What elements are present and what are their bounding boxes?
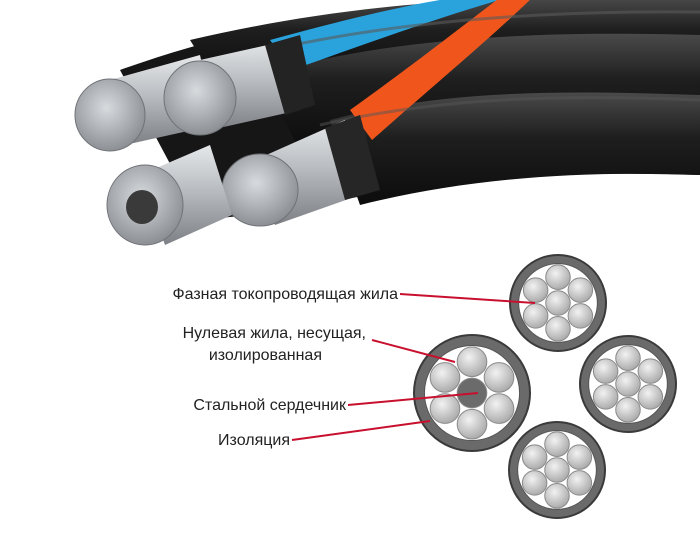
phase-conductor-top [509,254,607,352]
strand-wire [615,397,641,423]
phase-conductor-right [579,335,677,433]
strand-wire [545,316,571,342]
label-steel-core: Стальной сердечник [193,397,346,414]
strand-wire [521,444,548,470]
label-neutral-line1: Нулевая жила, несущая, [182,325,366,342]
strand-wire [615,371,641,397]
leader-steel [347,392,479,406]
steel-core-end [126,190,158,224]
strand-wire [429,362,461,393]
strand-wire [545,290,571,316]
leader-phase [399,293,536,304]
strand-wire [544,431,570,457]
leader-insulation [291,420,431,441]
blue-stripe [270,0,500,70]
strand-wire [566,444,593,470]
strand-wire [483,362,515,393]
strand-wire [456,408,488,440]
conductor-ends [74,35,380,246]
strand-wire [615,345,641,371]
strand-wire [522,277,549,303]
strand-wire [544,483,570,509]
strand-wire [544,457,570,483]
label-insulation: Изоляция [218,432,290,449]
orange-stripe [350,0,530,140]
label-phase-conductor: Фазная токопроводящая жила [172,286,398,303]
strand-wire [567,303,594,329]
strand-wire [522,303,549,329]
strand-wire [521,470,548,496]
leader-neutral [371,339,456,363]
strand-wire [456,346,488,378]
strand-wire [429,393,461,424]
strand-wire [592,384,619,410]
label-neutral-line2: изолированная [208,347,322,364]
strand-wire [637,384,664,410]
strand-wire [637,358,664,384]
cross-section [413,254,677,519]
strand-wire [566,470,593,496]
strand-wire [592,358,619,384]
strand-wire [483,393,515,424]
leader-lines [291,293,536,441]
phase-conductor-bottom [508,421,606,519]
strand-wire [567,277,594,303]
strand-wire [545,264,571,290]
